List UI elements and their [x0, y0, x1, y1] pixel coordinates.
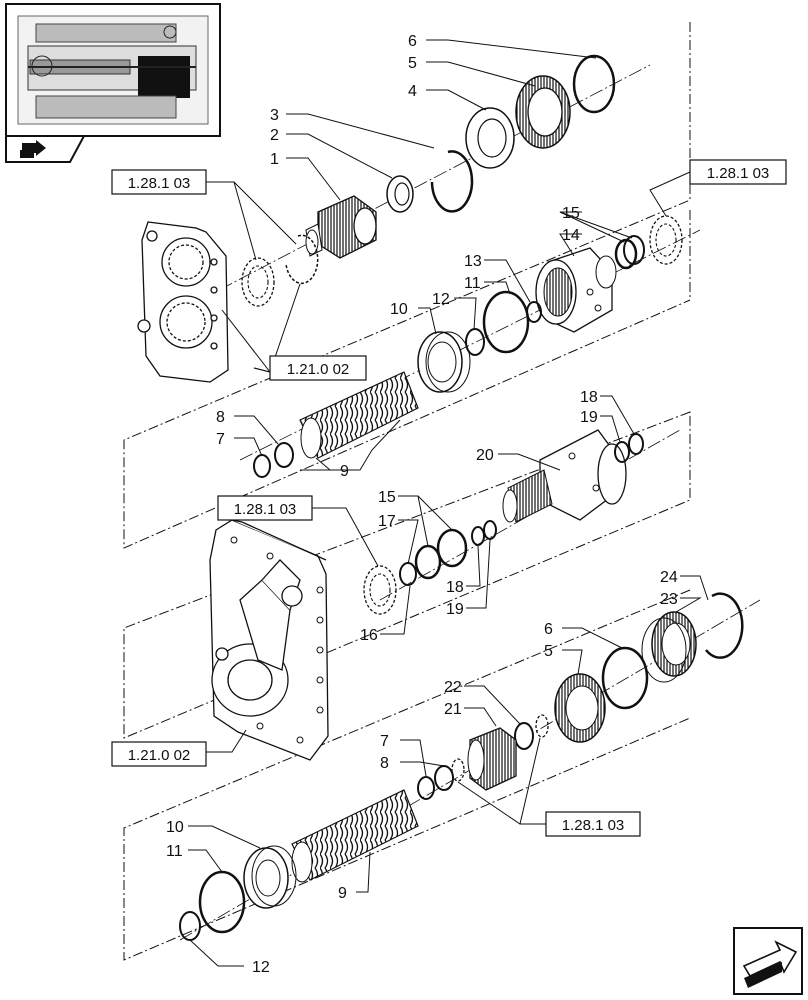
part-14-clutch-drum — [535, 247, 617, 333]
part-6-ring-upper — [572, 54, 616, 114]
part-15-rings-upper — [614, 235, 645, 270]
housing-plate-upper — [137, 221, 229, 383]
ref-box-label: 1.28.1 03 — [234, 501, 297, 518]
part-18-19-rings-right — [614, 433, 644, 463]
callout-20: 20 — [476, 447, 494, 464]
callout-10: 10 — [390, 301, 408, 318]
ref-box-label: 1.21.0 02 — [287, 361, 350, 378]
part-1-splined-hub — [305, 195, 377, 259]
part-12-ring-upper — [465, 328, 485, 356]
part-9-spring-pack-lower — [291, 789, 419, 883]
callout-8: 8 — [380, 755, 389, 772]
callout-19: 19 — [580, 409, 598, 426]
callout-9: 9 — [338, 885, 347, 902]
ref-box-label: 1.28.1 03 — [707, 165, 770, 182]
callout-3: 3 — [270, 107, 279, 124]
transmission-thumbnail-icon[interactable] — [5, 3, 221, 137]
part-5-gear-lower — [554, 673, 606, 743]
callout-numbers: 1 2 3 4 5 6 7 8 9 10 11 12 13 14 15 15 1… — [166, 33, 678, 976]
ref-bearing-middle — [363, 565, 397, 615]
callout-5: 5 — [544, 643, 553, 660]
ref-box-label: 1.28.1 03 — [562, 817, 625, 834]
callout-16: 16 — [360, 627, 378, 644]
part-12-ring-lower — [179, 911, 201, 941]
callout-14: 14 — [562, 227, 580, 244]
callout-6: 6 — [544, 621, 553, 638]
callout-23: 23 — [660, 591, 678, 608]
part-21-splined-hub — [451, 727, 517, 791]
callout-5: 5 — [408, 55, 417, 72]
part-7-8-rings-upper — [253, 442, 294, 478]
ref-bearing-right — [649, 215, 683, 265]
callout-18: 18 — [446, 579, 464, 596]
next-page-arrow-icon[interactable] — [733, 927, 803, 995]
callout-21: 21 — [444, 701, 462, 718]
callout-1: 1 — [270, 151, 279, 168]
part-4-washer — [465, 107, 515, 169]
part-24-snap-ring — [705, 592, 744, 659]
callout-12: 12 — [432, 291, 450, 308]
callout-9: 9 — [340, 463, 349, 480]
ref-box-label: 1.21.0 02 — [128, 747, 191, 764]
ref-box-1[interactable]: 1.28.1 03 — [111, 169, 207, 195]
leader-lines — [188, 39, 709, 967]
part-5-gear-upper — [515, 75, 571, 149]
callout-15: 15 — [378, 489, 396, 506]
part-3-snap-ring — [430, 150, 474, 213]
ref-box-2[interactable]: 1.28.1 03 — [689, 159, 787, 185]
part-22-ring — [514, 714, 549, 750]
callout-19: 19 — [446, 601, 464, 618]
callout-2: 2 — [270, 127, 279, 144]
callout-18: 18 — [580, 389, 598, 406]
callout-12: 12 — [252, 959, 270, 976]
callout-11: 11 — [464, 275, 481, 292]
callout-22: 22 — [444, 679, 462, 696]
callout-13: 13 — [464, 253, 482, 270]
housing-plate-lower — [209, 519, 329, 761]
callout-6: 6 — [408, 33, 417, 50]
callout-7: 7 — [216, 431, 225, 448]
callout-10: 10 — [166, 819, 184, 836]
callout-8: 8 — [216, 409, 225, 426]
part-6-ring-lower — [601, 646, 649, 710]
part-7-8-rings-lower — [417, 765, 454, 800]
part-11-ring-upper — [482, 290, 530, 354]
callout-4: 4 — [408, 83, 417, 100]
part-23-gear — [641, 611, 697, 683]
ref-box-4[interactable]: 1.28.1 03 — [217, 495, 313, 521]
part-10-piston-upper — [417, 331, 471, 393]
ref-box-5[interactable]: 1.21.0 02 — [111, 741, 207, 767]
part-20-shaft-drum — [502, 429, 627, 523]
ref-box-label: 1.28.1 03 — [128, 175, 191, 192]
ref-bearing-upper — [241, 234, 319, 307]
callout-7: 7 — [380, 733, 389, 750]
callout-15: 15 — [562, 205, 580, 222]
part-2-ring — [386, 175, 414, 213]
part-10-piston-lower — [243, 845, 297, 909]
part-9-spring-pack-upper — [299, 371, 419, 459]
callout-11: 11 — [166, 843, 183, 860]
part-11-ring-lower — [198, 870, 246, 934]
section-tab-icon — [5, 135, 86, 163]
ref-box-6[interactable]: 1.28.1 03 — [545, 811, 641, 837]
part-15-17-rings-middle — [399, 520, 497, 586]
callout-24: 24 — [660, 569, 678, 586]
ref-box-3[interactable]: 1.21.0 02 — [269, 355, 367, 381]
callout-17: 17 — [378, 513, 396, 530]
